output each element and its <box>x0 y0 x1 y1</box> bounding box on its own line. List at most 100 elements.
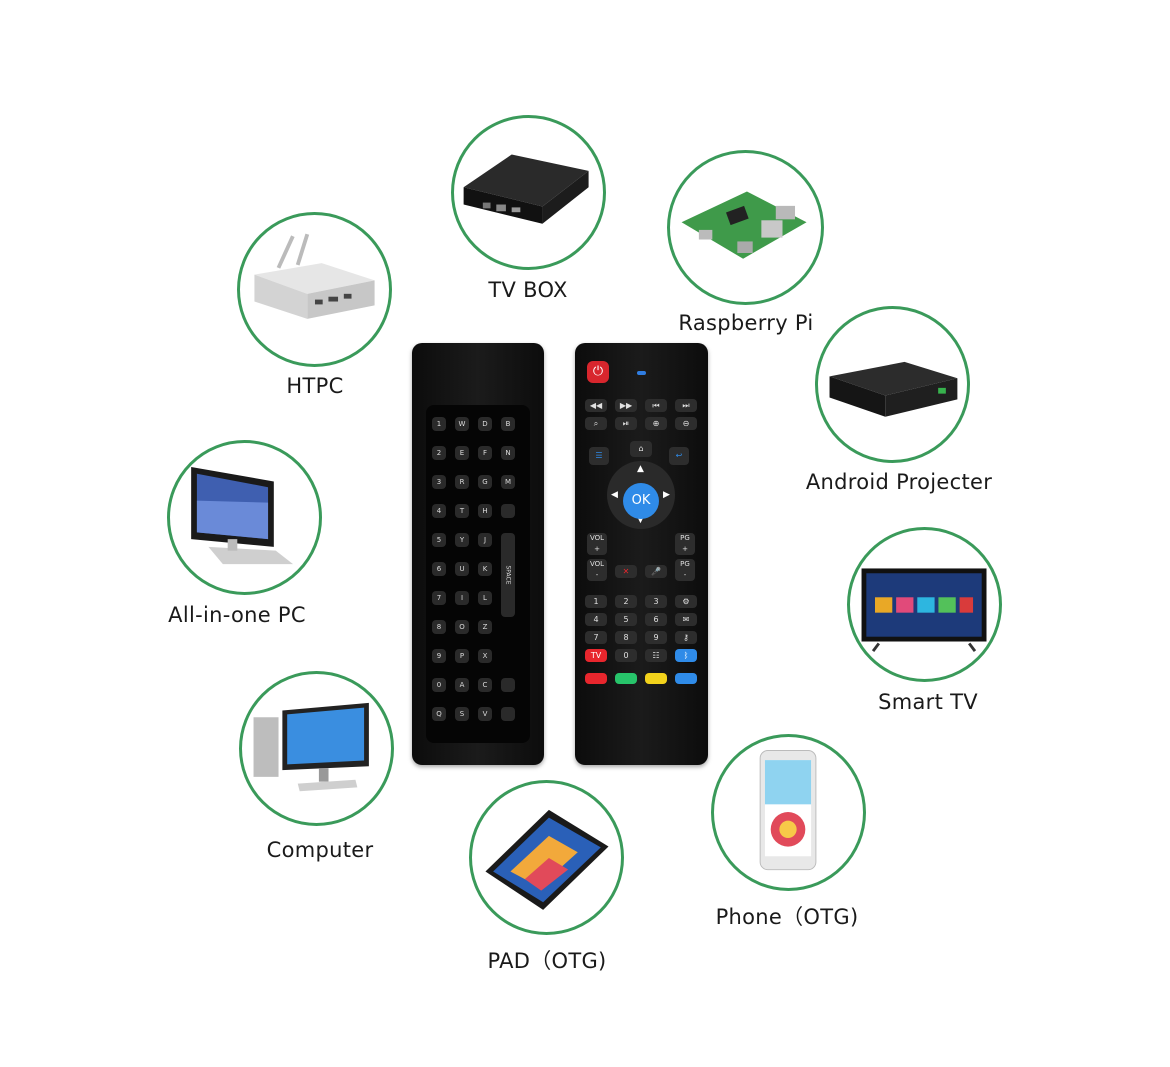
keyboard-key[interactable]: 5 <box>432 533 446 547</box>
keyboard-key[interactable]: B <box>501 417 515 431</box>
ok-button[interactable]: OK <box>623 483 659 519</box>
subtitle-button[interactable]: ☷ <box>645 649 667 662</box>
num-1-button[interactable]: 1 <box>585 595 607 608</box>
mute-button[interactable]: ✕ <box>615 565 637 578</box>
keyboard-key[interactable]: T <box>455 504 469 518</box>
menu-button[interactable]: ☰ <box>589 447 609 465</box>
right-arrow-icon[interactable]: ▶ <box>663 490 670 500</box>
keyboard-key[interactable]: K <box>478 562 492 576</box>
vol-label-2: VOL <box>589 560 605 568</box>
keyboard-key[interactable]: A <box>455 678 469 692</box>
zoom-in-button[interactable]: ⊕ <box>645 417 667 430</box>
vol-up-button[interactable]: VOL + <box>587 533 607 555</box>
down-arrow-icon[interactable]: ▼ <box>637 515 644 525</box>
num-9-button[interactable]: 9 <box>645 631 667 644</box>
keyboard-key[interactable]: 6 <box>432 562 446 576</box>
pause-button[interactable]: ⏯ <box>615 417 637 430</box>
keyboard-key[interactable]: H <box>478 504 492 518</box>
green-color-button[interactable] <box>615 673 637 684</box>
keyboard-key[interactable]: P <box>455 649 469 663</box>
keyboard-key[interactable]: J <box>478 533 492 547</box>
pg-plus: + <box>682 545 688 553</box>
keyboard-key[interactable]: G <box>478 475 492 489</box>
keyboard-key[interactable]: N <box>501 446 515 460</box>
tv-button[interactable]: TV <box>585 649 607 662</box>
keyboard-key[interactable]: E <box>455 446 469 460</box>
red-color-button[interactable] <box>585 673 607 684</box>
keyboard-key[interactable]: 4 <box>432 504 446 518</box>
keyboard-key[interactable]: S <box>455 707 469 721</box>
lock-icon[interactable]: ⚷ <box>675 631 697 644</box>
keyboard-key[interactable]: Q <box>432 707 446 721</box>
device-label-pad: PAD（OTG) <box>487 949 607 973</box>
vol-down-button[interactable]: VOL - <box>587 559 607 581</box>
keyboard-key[interactable]: U <box>455 562 469 576</box>
left-arrow-icon[interactable]: ◀ <box>611 490 618 500</box>
keyboard-key[interactable]: M <box>501 475 515 489</box>
keyboard-key[interactable]: 1 <box>432 417 446 431</box>
keyboard-key[interactable]: 3 <box>432 475 446 489</box>
num-7-button[interactable]: 7 <box>585 631 607 644</box>
keyboard-key[interactable]: W <box>455 417 469 431</box>
keyboard-key[interactable] <box>501 678 515 692</box>
keyboard-key[interactable]: 9 <box>432 649 446 663</box>
pg-minus: - <box>683 571 687 579</box>
num-4-button[interactable]: 4 <box>585 613 607 626</box>
keyboard-key[interactable]: 7 <box>432 591 446 605</box>
mail-icon[interactable]: ✉ <box>675 613 697 626</box>
device-label-tv-box: TV BOX <box>488 278 568 302</box>
keyboard-key[interactable] <box>501 707 515 721</box>
rewind-button[interactable]: ◀◀ <box>585 399 607 412</box>
play-pause-button[interactable]: ▶▶ <box>615 399 637 412</box>
keyboard-key[interactable]: D <box>478 417 492 431</box>
settings-icon[interactable]: ⚙ <box>675 595 697 608</box>
keyboard-key[interactable]: O <box>455 620 469 634</box>
keyboard-key[interactable]: 0 <box>432 678 446 692</box>
tv-box-icon <box>463 154 589 224</box>
space-key-label: SPACE <box>504 565 512 585</box>
device-label-all-in-one-pc: All-in-one PC <box>168 603 306 627</box>
home-button[interactable]: ⌂ <box>630 441 652 457</box>
mic-button[interactable]: 🎤 <box>645 565 667 578</box>
device-label-computer: Computer <box>266 838 374 862</box>
up-arrow-icon[interactable]: ▲ <box>637 464 644 474</box>
keyboard-key[interactable]: C <box>478 678 492 692</box>
search-button[interactable]: ⌕ <box>585 417 607 430</box>
previous-button[interactable]: ⏮ <box>645 399 667 412</box>
pg-down-button[interactable]: PG - <box>675 559 695 581</box>
device-label-htpc: HTPC <box>286 374 344 398</box>
keyboard-key[interactable]: R <box>455 475 469 489</box>
num-5-button[interactable]: 5 <box>615 613 637 626</box>
device-label-android-projecter: Android Projecter <box>805 470 993 494</box>
raspberry-pi-board-icon <box>681 191 807 259</box>
next-button[interactable]: ⏭ <box>675 399 697 412</box>
keyboard-key[interactable]: L <box>478 591 492 605</box>
zoom-out-button[interactable]: ⊖ <box>675 417 697 430</box>
device-label-phone: Phone（OTG) <box>715 905 859 929</box>
yellow-color-button[interactable] <box>645 673 667 684</box>
keyboard-key[interactable]: V <box>478 707 492 721</box>
keyboard-key[interactable]: F <box>478 446 492 460</box>
num-8-button[interactable]: 8 <box>615 631 637 644</box>
indicator-led-icon <box>637 371 646 375</box>
space-key[interactable]: SPACE <box>501 533 515 617</box>
keyboard-key[interactable] <box>501 504 515 518</box>
back-button[interactable]: ↩ <box>669 447 689 465</box>
keyboard-key[interactable]: I <box>455 591 469 605</box>
all-in-one-pc-icon <box>191 467 294 565</box>
blue-color-button[interactable] <box>675 673 697 684</box>
num-2-button[interactable]: 2 <box>615 595 637 608</box>
device-circle-smart-tv <box>847 527 1002 682</box>
num-3-button[interactable]: 3 <box>645 595 667 608</box>
bluetooth-button[interactable]: ᛒ <box>675 649 697 662</box>
num-0-button[interactable]: 0 <box>615 649 637 662</box>
pg-up-button[interactable]: PG + <box>675 533 695 555</box>
keyboard-key[interactable]: Y <box>455 533 469 547</box>
num-6-button[interactable]: 6 <box>645 613 667 626</box>
keyboard-key[interactable]: X <box>478 649 492 663</box>
power-button[interactable]: ⏻ <box>587 361 609 383</box>
keyboard-key[interactable]: 2 <box>432 446 446 460</box>
pg-label-2: PG <box>680 560 690 568</box>
keyboard-key[interactable]: Z <box>478 620 492 634</box>
keyboard-key[interactable]: 8 <box>432 620 446 634</box>
